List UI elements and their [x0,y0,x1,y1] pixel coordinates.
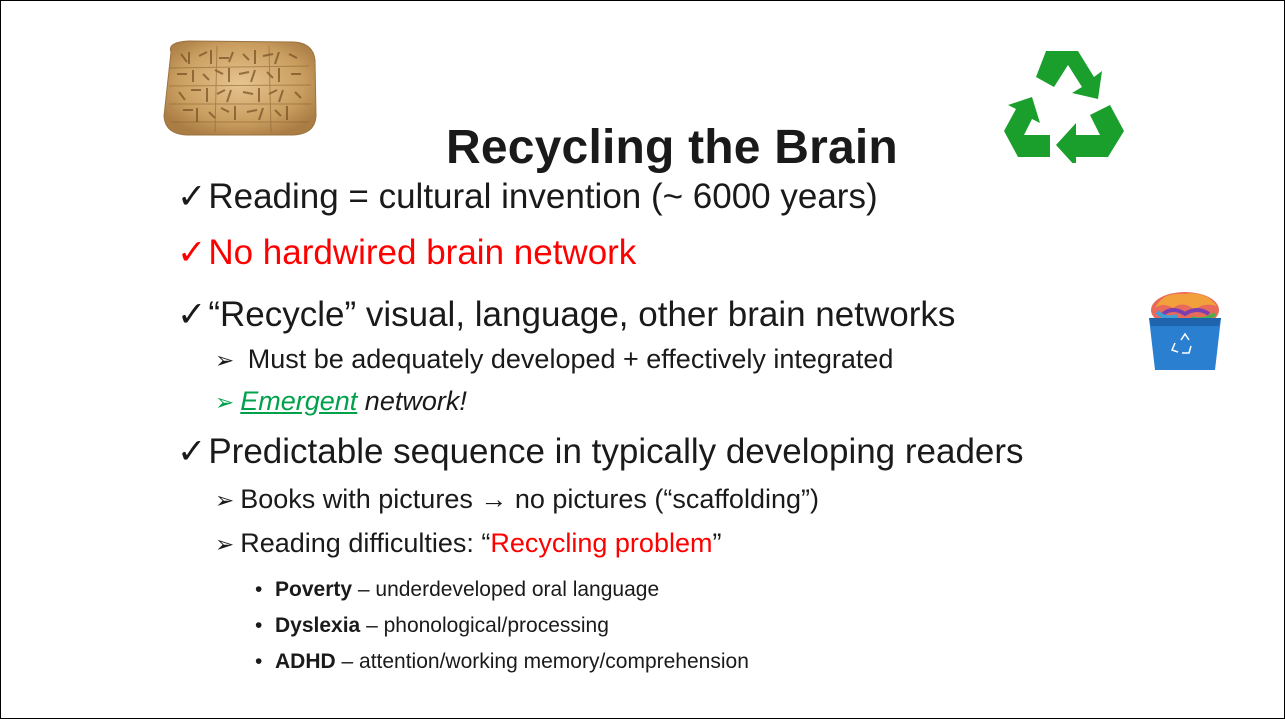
bullet-predictable-sequence: ✓Predictable sequence in typically devel… [177,431,1024,473]
bullet-recycle-networks: ✓“Recycle” visual, language, other brain… [177,294,955,336]
list-item-poverty: • Poverty – underdeveloped oral language [255,576,659,604]
bullet-text: Predictable sequence in typically develo… [208,432,1024,471]
bullet-dot-icon: • [255,578,263,601]
bullet-text-after: no pictures (“scaffolding”) [507,484,819,514]
bullet-text: Reading = cultural invention (~ 6000 yea… [208,177,878,216]
checkmark-icon: ✓ [177,295,207,334]
right-arrow-icon: → [480,484,508,514]
checkmark-icon: ✓ [177,233,207,272]
slide-title: Recycling the Brain [446,121,898,174]
arrow-bullet-icon: ➢ [215,531,235,557]
recycle-symbol-icon [1004,51,1124,163]
bullet-text: No hardwired brain network [208,233,637,272]
sub-bullet-books-with-pictures: ➢Books with pictures → no pictures (“sca… [215,482,819,517]
emergent-word: Emergent [240,386,358,416]
sub-bullet-reading-difficulties: ➢Reading difficulties: “Recycling proble… [215,526,721,561]
bullet-text: Reading difficulties: “ [240,528,491,558]
list-item-dyslexia: • Dyslexia – phonological/processing [255,612,609,640]
term: ADHD [275,650,336,673]
term-description: – phonological/processing [360,614,609,637]
bullet-text: network! [357,386,467,416]
list-item-adhd: • ADHD – attention/working memory/compreh… [255,648,749,676]
bullet-text: “Recycle” visual, language, other brain … [208,295,956,334]
bullet-text: Must be adequately developed + effective… [240,344,894,374]
closing-quote: ” [712,528,722,558]
term: Poverty [275,578,353,601]
term-description: – attention/working memory/comprehension [335,650,749,673]
checkmark-icon: ✓ [177,432,207,471]
bullet-no-hardwired-network: ✓No hardwired brain network [177,232,636,274]
recycling-problem-highlight: Recycling problem [490,528,713,558]
bullet-dot-icon: • [255,614,263,637]
cuneiform-tablet-image [163,40,317,136]
arrow-bullet-icon: ➢ [215,487,235,513]
arrow-bullet-icon: ➢ [215,389,235,415]
bullet-text: Books with pictures [240,484,481,514]
checkmark-icon: ✓ [177,177,207,216]
sub-bullet-developed-integrated: ➢ Must be adequately developed + effecti… [215,342,893,377]
arrow-bullet-icon: ➢ [215,347,235,373]
term: Dyslexia [275,614,361,637]
term-description: – underdeveloped oral language [352,578,660,601]
bullet-dot-icon: • [255,650,263,673]
sub-bullet-emergent-network: ➢Emergent network! [215,384,467,419]
bullet-reading-cultural-invention: ✓Reading = cultural invention (~ 6000 ye… [177,176,878,218]
brain-in-recycling-bin-image [1149,292,1221,370]
